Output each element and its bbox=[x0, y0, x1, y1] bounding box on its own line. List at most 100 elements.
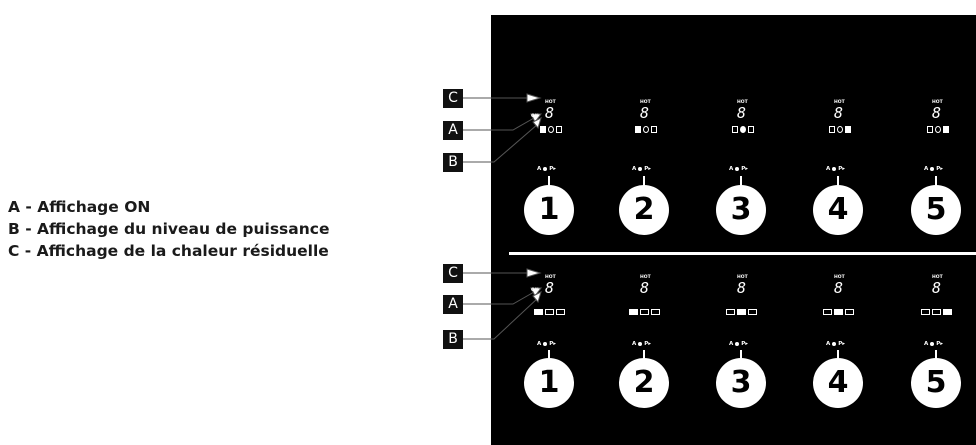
power-level-digit: 8 bbox=[834, 104, 844, 122]
zone-knob[interactable]: 5 bbox=[911, 185, 961, 235]
play-arrow-icon: ▸ bbox=[745, 341, 749, 347]
hot-indicator-label: HOT bbox=[640, 275, 651, 280]
mode-dot-icon bbox=[735, 166, 740, 171]
mode-selector-label: A P▸ bbox=[729, 341, 748, 347]
tag-c-row2: C bbox=[443, 264, 463, 283]
knob-pointer bbox=[643, 176, 645, 186]
mode-a-label: A bbox=[826, 341, 831, 347]
play-arrow-icon: ▸ bbox=[553, 341, 557, 347]
tag-b-row1: B bbox=[443, 153, 463, 172]
legend-item-a: A - Affichage ON bbox=[8, 198, 151, 216]
mode-p-label: P bbox=[936, 166, 941, 172]
indicator-segment bbox=[943, 309, 952, 315]
indicator-segment bbox=[651, 126, 657, 133]
indicator-segment bbox=[640, 309, 649, 315]
hot-indicator-label: HOT bbox=[932, 100, 943, 105]
hot-indicator-label: HOT bbox=[737, 100, 748, 105]
power-level-digit: 8 bbox=[834, 279, 844, 297]
knob-pointer bbox=[548, 350, 550, 360]
zone-knob[interactable]: 2 bbox=[619, 358, 669, 408]
power-level-digit: 8 bbox=[545, 279, 555, 297]
indicator-segment bbox=[540, 126, 546, 133]
power-level-indicator bbox=[927, 126, 949, 133]
indicator-segment bbox=[737, 309, 746, 315]
mode-a-label: A bbox=[729, 166, 734, 172]
tag-a-row1: A bbox=[443, 121, 463, 140]
power-level-indicator bbox=[534, 309, 565, 315]
mode-a-label: A bbox=[729, 341, 734, 347]
indicator-segment bbox=[748, 126, 754, 133]
mode-dot-icon bbox=[543, 166, 548, 171]
tag-a-row2: A bbox=[443, 295, 463, 314]
power-level-digit: 8 bbox=[737, 104, 747, 122]
indicator-segment bbox=[635, 126, 641, 133]
on-indicator-label: ON bbox=[531, 288, 539, 293]
zone-knob[interactable]: 4 bbox=[813, 185, 863, 235]
zone-knob[interactable]: 1 bbox=[524, 358, 574, 408]
indicator-segment bbox=[935, 126, 941, 133]
knob-pointer bbox=[548, 176, 550, 186]
power-level-digit: 8 bbox=[545, 104, 555, 122]
mode-a-label: A bbox=[632, 166, 637, 172]
zone-knob[interactable]: 1 bbox=[524, 185, 574, 235]
knob-pointer bbox=[935, 350, 937, 360]
mode-p-label: P bbox=[936, 341, 941, 347]
mode-a-label: A bbox=[924, 166, 929, 172]
power-level-indicator bbox=[629, 309, 660, 315]
mode-a-label: A bbox=[537, 166, 542, 172]
zone-knob[interactable]: 4 bbox=[813, 358, 863, 408]
legend-item-c: C - Affichage de la chaleur résiduelle bbox=[8, 242, 329, 260]
mode-p-label: P bbox=[741, 166, 746, 172]
mode-a-label: A bbox=[826, 166, 831, 172]
mode-a-label: A bbox=[632, 341, 637, 347]
hot-indicator-label: HOT bbox=[834, 275, 845, 280]
indicator-segment bbox=[845, 126, 851, 133]
mode-selector-label: A P▸ bbox=[924, 166, 943, 172]
hot-indicator-label: HOT bbox=[834, 100, 845, 105]
power-level-digit: 8 bbox=[932, 104, 942, 122]
knob-pointer bbox=[740, 176, 742, 186]
power-level-indicator bbox=[732, 126, 754, 133]
mode-p-label: P bbox=[549, 341, 554, 347]
indicator-segment bbox=[732, 126, 738, 133]
power-level-digit: 8 bbox=[640, 279, 650, 297]
zone-knob[interactable]: 5 bbox=[911, 358, 961, 408]
power-level-indicator bbox=[635, 126, 657, 133]
knob-pointer bbox=[740, 350, 742, 360]
indicator-segment bbox=[556, 309, 565, 315]
mode-dot-icon bbox=[930, 166, 935, 171]
play-arrow-icon: ▸ bbox=[842, 166, 846, 172]
zone-knob[interactable]: 3 bbox=[716, 185, 766, 235]
mode-p-label: P bbox=[549, 166, 554, 172]
power-level-digit: 8 bbox=[932, 279, 942, 297]
power-level-indicator bbox=[540, 126, 562, 133]
mode-p-label: P bbox=[741, 341, 746, 347]
zone-knob[interactable]: 2 bbox=[619, 185, 669, 235]
legend-item-b: B - Affichage du niveau de puissance bbox=[8, 220, 330, 238]
mode-p-label: P bbox=[644, 341, 649, 347]
indicator-segment bbox=[834, 309, 843, 315]
zone-knob[interactable]: 3 bbox=[716, 358, 766, 408]
indicator-segment bbox=[829, 126, 835, 133]
hot-indicator-label: HOT bbox=[545, 275, 556, 280]
mode-dot-icon bbox=[832, 341, 837, 346]
hot-indicator-label: HOT bbox=[545, 100, 556, 105]
mode-dot-icon bbox=[638, 166, 643, 171]
indicator-segment bbox=[643, 126, 649, 133]
indicator-segment bbox=[921, 309, 930, 315]
power-level-digit: 8 bbox=[640, 104, 650, 122]
power-level-indicator bbox=[921, 309, 952, 315]
knob-pointer bbox=[837, 350, 839, 360]
play-arrow-icon: ▸ bbox=[940, 166, 944, 172]
power-level-indicator bbox=[823, 309, 854, 315]
mode-dot-icon bbox=[543, 341, 548, 346]
power-level-indicator bbox=[829, 126, 851, 133]
mode-dot-icon bbox=[930, 341, 935, 346]
indicator-segment bbox=[629, 309, 638, 315]
